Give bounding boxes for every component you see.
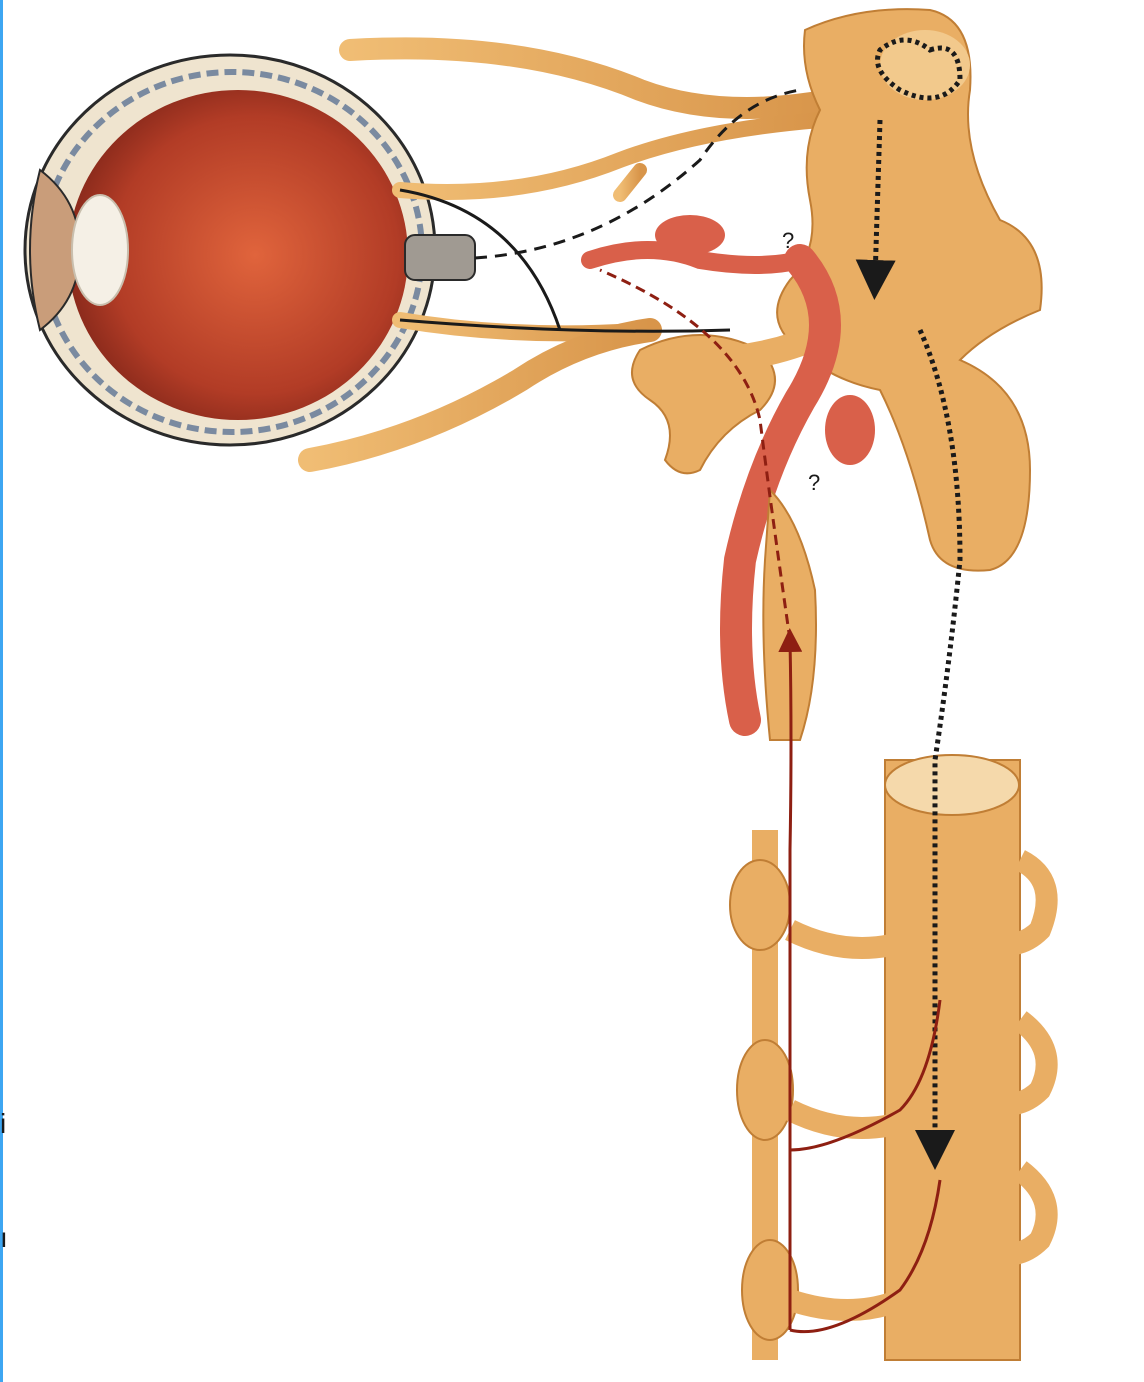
- carotid-artery: [590, 215, 875, 720]
- question-mark-upper: ?: [782, 228, 794, 253]
- question-mark-lower: ?: [808, 470, 820, 495]
- left-edge-text-fragment-1: i: [0, 1108, 6, 1140]
- spinal-cord: [885, 755, 1020, 1360]
- eyeball: [25, 55, 475, 445]
- left-edge-text-fragment-2: ı: [0, 1222, 8, 1254]
